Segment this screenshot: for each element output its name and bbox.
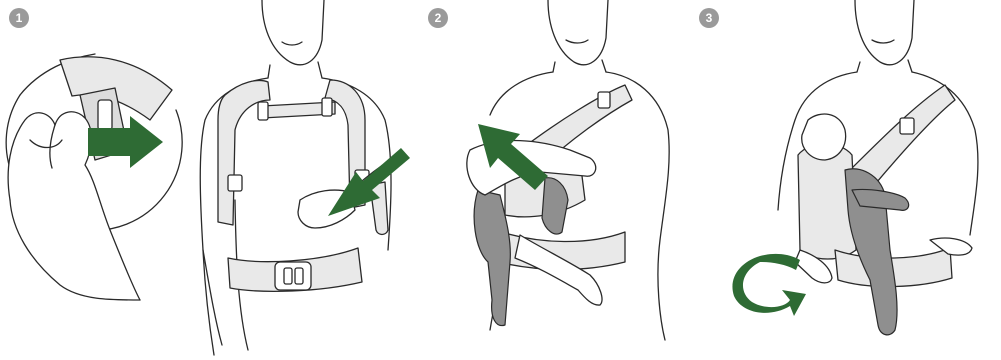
figure-1-head [262, 0, 324, 65]
figure-1 [200, 0, 410, 355]
figure-3 [732, 0, 978, 335]
figure-1-belt-buckle [275, 262, 311, 290]
figure-3-baby-head [802, 114, 846, 160]
figure-3-head [855, 0, 914, 65]
figure-2-head [548, 0, 608, 65]
figure-1-arrow [328, 148, 410, 216]
figure-2 [467, 0, 669, 340]
step-1-closeup [6, 54, 182, 300]
figure-3-rotate-arrow [732, 254, 806, 316]
